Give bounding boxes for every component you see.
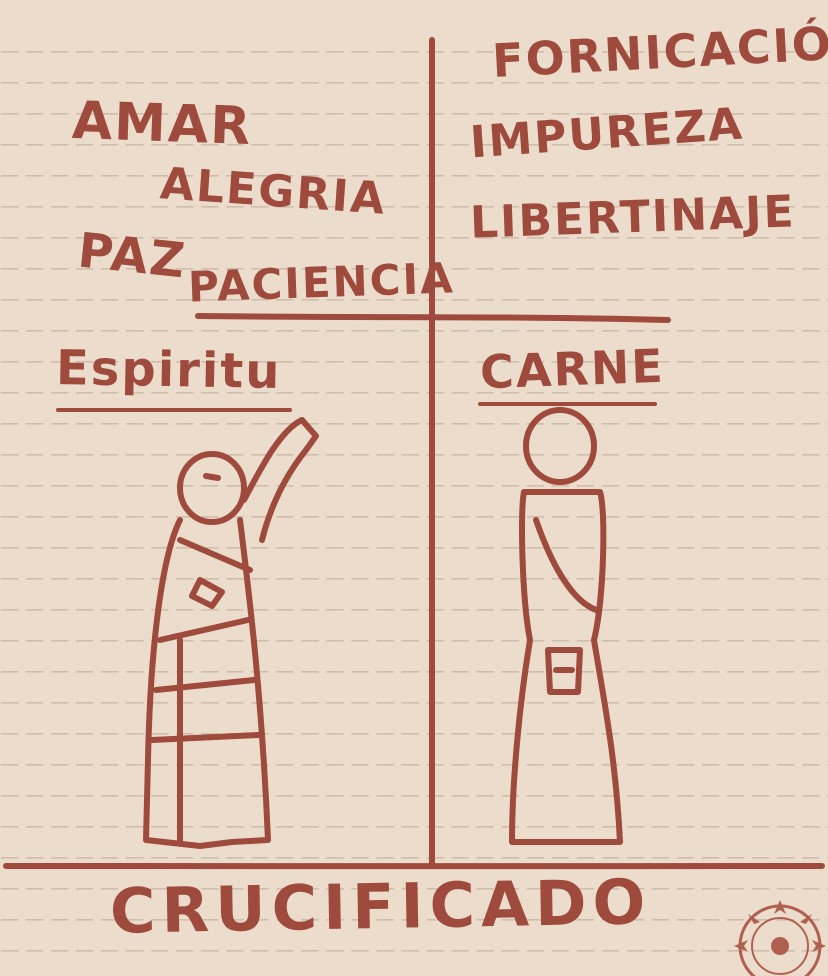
word-amar: AMAR [71, 90, 254, 158]
spirit-figure [143, 417, 319, 849]
background-text-line: — — — — — — — — — — — — — — — — — — — — … [0, 629, 828, 651]
footer-crucificado: CRUCIFICADO [109, 865, 652, 948]
background-text-line: — — — — — — — — — — — — — — — — — — — — … [0, 195, 828, 217]
background-text-line: — — — — — — — — — — — — — — — — — — — — … [0, 40, 828, 62]
heading-carne: CARNE [479, 338, 666, 400]
background-text-line: — — — — — — — — — — — — — — — — — — — — … [0, 443, 828, 465]
background-text-line: — — — — — — — — — — — — — — — — — — — — … [0, 133, 828, 155]
background-text-line: — — — — — — — — — — — — — — — — — — — — … [0, 381, 828, 403]
background-text-line: — — — — — — — — — — — — — — — — — — — — … [0, 71, 828, 93]
background-text-line: — — — — — — — — — — — — — — — — — — — — … [0, 846, 828, 868]
background-text-line: — — — — — — — — — — — — — — — — — — — — … [0, 691, 828, 713]
background-text-line: — — — — — — — — — — — — — — — — — — — — … [0, 908, 828, 930]
background-text-line: — — — — — — — — — — — — — — — — — — — — … [0, 660, 828, 682]
background-text-line: — — — — — — — — — — — — — — — — — — — — … [0, 226, 828, 248]
background-text-line: — — — — — — — — — — — — — — — — — — — — … [0, 164, 828, 186]
background-text-line: — — — — — — — — — — — — — — — — — — — — … [0, 102, 828, 124]
background-text-line: — — — — — — — — — — — — — — — — — — — — … [0, 474, 828, 496]
word-paz: PAZ [75, 222, 190, 290]
background-text-line: — — — — — — — — — — — — — — — — — — — — … [0, 319, 828, 341]
background-text-line: — — — — — — — — — — — — — — — — — — — — … [0, 877, 828, 899]
heading-espiritu: Espiritu [55, 340, 282, 400]
word-paciencia: PACIENCIA [187, 253, 456, 312]
ground-line [3, 862, 825, 870]
background-text-line: — — — — — — — — — — — — — — — — — — — — … [0, 939, 828, 961]
background-text-line: — — — — — — — — — — — — — — — — — — — — … [0, 257, 828, 279]
background-text-line: — — — — — — — — — — — — — — — — — — — — … [0, 350, 828, 372]
background-text-line: — — — — — — — — — — — — — — — — — — — — … [0, 753, 828, 775]
word-libertinaje: LIBERTINAJE [469, 186, 797, 249]
background-text-line: — — — — — — — — — — — — — — — — — — — — … [0, 412, 828, 434]
background-text-line: — — — — — — — — — — — — — — — — — — — — … [0, 288, 828, 310]
cross-horizontal-line [195, 313, 671, 323]
flesh-figure [509, 407, 623, 845]
sunburst-seal-icon [734, 900, 826, 976]
background-text-line: — — — — — — — — — — — — — — — — — — — — … [0, 784, 828, 806]
